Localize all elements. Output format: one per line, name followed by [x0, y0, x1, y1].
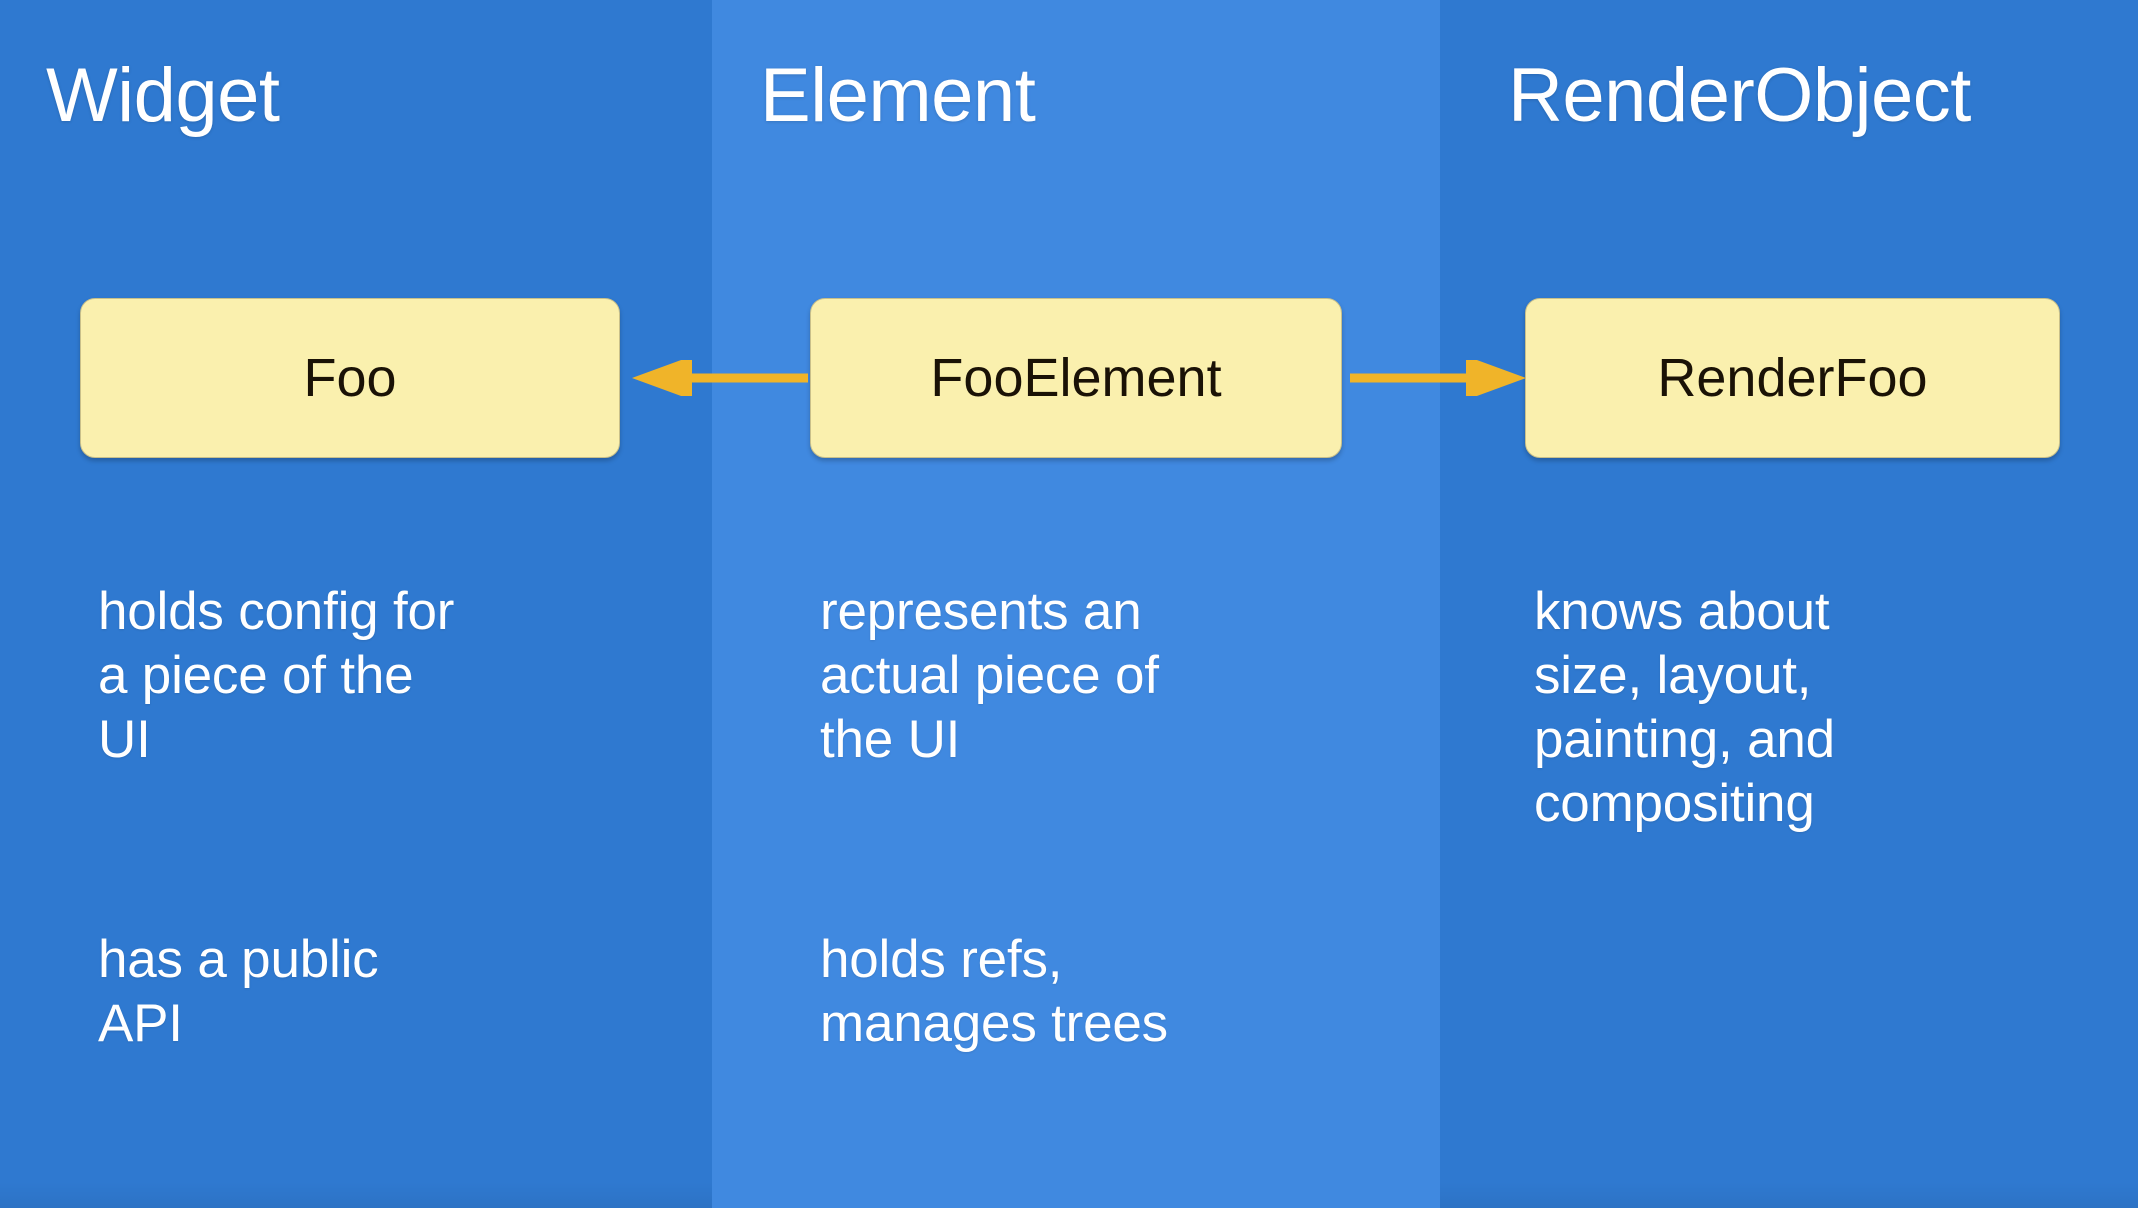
column-background-renderobject [1440, 0, 2138, 1208]
column-title-renderobject: RenderObject [1508, 53, 1971, 138]
node-label-renderfoo: RenderFoo [1657, 348, 1928, 408]
node-box-foo[interactable]: Foo [80, 298, 620, 458]
arrow-left-icon [630, 360, 810, 396]
element-description-paragraph-1: represents an actual piece of the UI [820, 582, 1159, 769]
column-element: Element FooElement represents an actual … [712, 0, 1440, 1208]
node-box-fooelement[interactable]: FooElement [810, 298, 1342, 458]
node-label-fooelement: FooElement [930, 348, 1222, 408]
column-title-element: Element [760, 53, 1036, 138]
widget-description-paragraph-1: holds config for a piece of the UI [98, 582, 455, 769]
column-renderobject: RenderObject RenderFoo knows about size,… [1440, 0, 2138, 1208]
column-title-widget: Widget [46, 53, 280, 138]
column-widget: Widget Foo holds config for a piece of t… [0, 0, 712, 1208]
arrow-right-icon [1348, 360, 1528, 396]
column-background-element [712, 0, 1440, 1208]
column-background-widget [0, 0, 712, 1208]
node-label-foo: Foo [303, 348, 397, 408]
renderobject-description-paragraph-1: knows about size, layout, painting, and … [1534, 582, 1835, 833]
node-box-renderfoo[interactable]: RenderFoo [1525, 298, 2060, 458]
element-description-paragraph-2: holds refs, manages trees [820, 930, 1168, 1053]
widget-description-paragraph-2: has a public API [98, 930, 379, 1053]
